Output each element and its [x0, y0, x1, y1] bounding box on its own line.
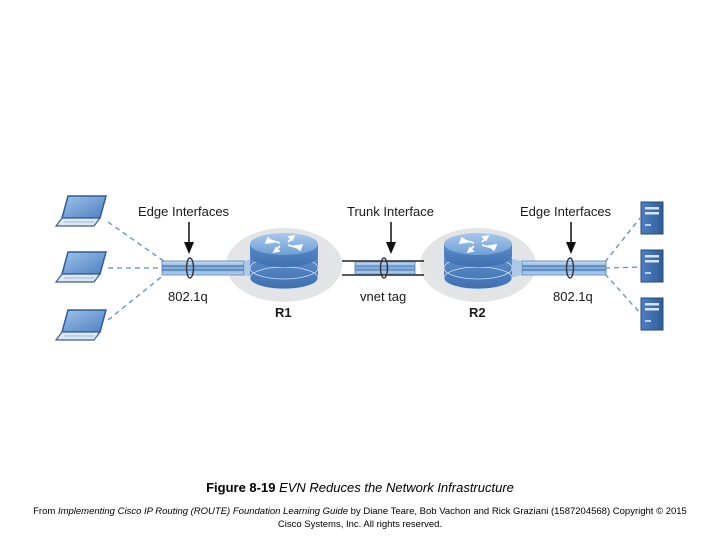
laptop-links — [107, 221, 166, 321]
label-router-r1: R1 — [275, 305, 292, 320]
server-links — [604, 217, 641, 314]
laptop-icon — [54, 309, 107, 341]
laptop-icon — [54, 251, 107, 283]
arrow-down-icon — [184, 222, 194, 254]
label-802-1q-right: 802.1q — [553, 289, 593, 304]
credit-rights: Cisco Systems, Inc. All rights reserved. — [277, 519, 443, 530]
label-router-r2: R2 — [469, 305, 486, 320]
router-icon — [249, 233, 319, 290]
laptop-icon — [54, 195, 107, 227]
credit-authors: by Diane Teare, Bob Vachon and Rick Graz… — [350, 506, 687, 517]
label-edge-interfaces-right: Edge Interfaces — [520, 204, 612, 219]
server-icon — [640, 249, 664, 283]
arrow-down-icon — [566, 222, 576, 254]
credit-book-title: Implementing Cisco IP Routing (ROUTE) Fo… — [57, 506, 349, 517]
credit-prefix: From — [33, 506, 56, 517]
tag-rings — [185, 257, 575, 279]
label-trunk-interface: Trunk Interface — [347, 204, 434, 219]
figure-number: Figure 8-19 — [206, 480, 276, 495]
server-icon — [640, 201, 664, 235]
figure-title: EVN Reduces the Network Infrastructure — [279, 480, 514, 495]
label-802-1q-left: 802.1q — [168, 289, 208, 304]
server-icon — [640, 297, 664, 331]
label-vnet-tag: vnet tag — [360, 289, 407, 304]
source-credit: From Implementing Cisco IP Routing (ROUT… — [10, 505, 710, 531]
network-diagram — [54, 195, 664, 341]
router-icon — [443, 233, 513, 290]
trunk-link — [342, 260, 424, 276]
label-edge-interfaces-left: Edge Interfaces — [138, 204, 230, 219]
arrow-down-icon — [386, 222, 396, 254]
figure-caption: Figure 8-19 EVN Reduces the Network Infr… — [0, 480, 720, 495]
